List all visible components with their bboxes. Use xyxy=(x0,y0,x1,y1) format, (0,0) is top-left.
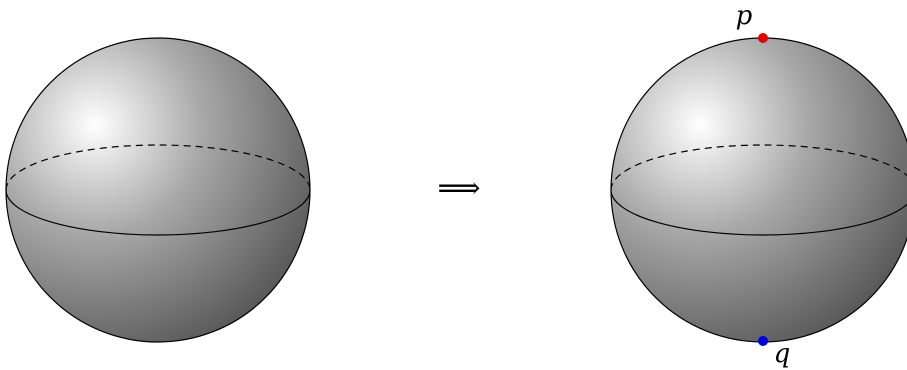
right-sphere-body xyxy=(611,38,907,342)
south-point-label: q xyxy=(774,339,791,369)
north-point-label: p xyxy=(736,1,753,31)
south-point xyxy=(758,336,768,346)
left-sphere xyxy=(6,38,310,342)
north-point xyxy=(758,33,768,43)
right-sphere: p q xyxy=(611,1,907,369)
implies-arrow: ⟹ xyxy=(437,171,480,206)
left-sphere-body xyxy=(6,38,310,342)
